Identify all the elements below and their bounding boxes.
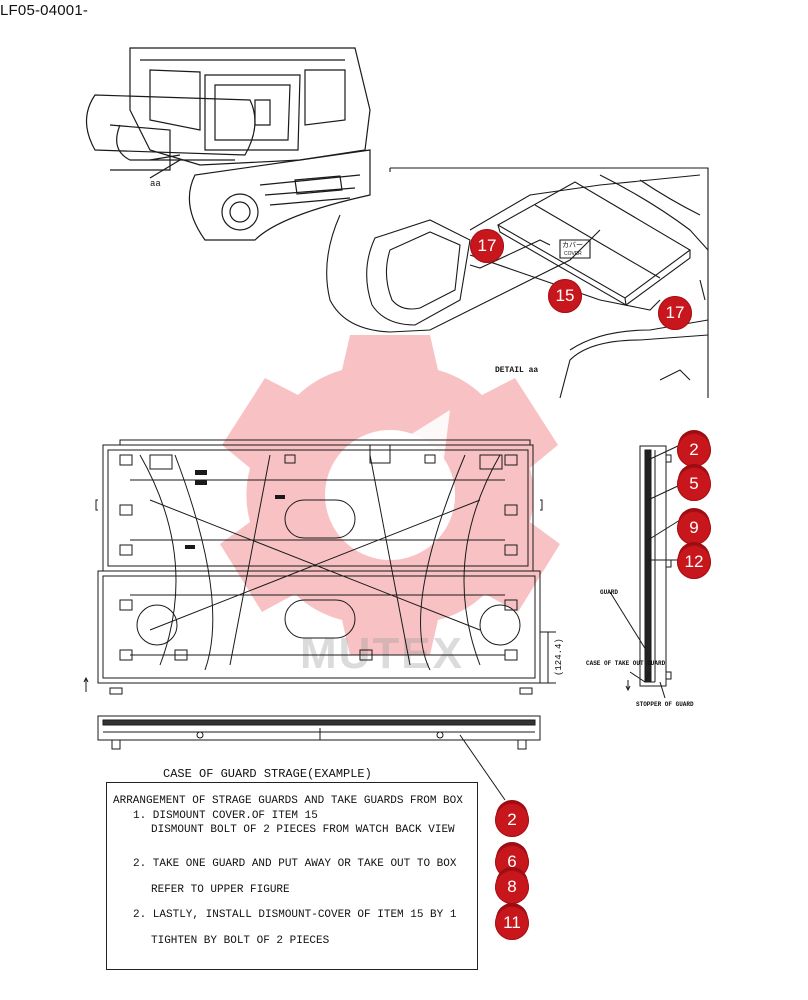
label-dimension: (124.4)	[554, 638, 564, 676]
label-case-take-out: CASE OF TAKE OUT GUARD	[586, 660, 666, 667]
callout-12[interactable]: 12	[677, 545, 711, 579]
document-code: LF05-04001-	[0, 2, 89, 19]
instructions-box: ARRANGEMENT OF STRAGE GUARDS AND TAKE GU…	[106, 782, 478, 970]
label-cover-jp: カバー	[562, 241, 583, 249]
callout-8[interactable]: 8	[495, 870, 529, 904]
instruction-line: TIGHTEN BY BOLT OF 2 PIECES	[151, 935, 330, 947]
instruction-line: 2. TAKE ONE GUARD AND PUT AWAY OR TAKE O…	[133, 858, 457, 870]
label-guard: GUARD	[600, 589, 618, 596]
instruction-line: REFER TO UPPER FIGURE	[151, 884, 290, 896]
callout-5[interactable]: 5	[677, 467, 711, 501]
instruction-line: ARRANGEMENT OF STRAGE GUARDS AND TAKE GU…	[113, 795, 463, 807]
label-stopper: STOPPER OF GUARD	[636, 701, 694, 708]
callout-15[interactable]: 15	[548, 279, 582, 313]
callout-17[interactable]: 17	[658, 296, 692, 330]
callout-11[interactable]: 11	[495, 906, 529, 940]
label-aa: aa	[150, 179, 161, 189]
label-detail-aa: DETAIL aa	[495, 366, 538, 375]
instruction-line: 2. LASTLY, INSTALL DISMOUNT-COVER OF ITE…	[133, 909, 457, 921]
callout-2[interactable]: 2	[495, 803, 529, 837]
instruction-line: DISMOUNT BOLT OF 2 PIECES FROM WATCH BAC…	[151, 824, 455, 836]
instructions-title: CASE OF GUARD STRAGE(EXAMPLE)	[163, 767, 372, 781]
watermark-text: MUTEX	[300, 629, 464, 678]
callout-17[interactable]: 17	[470, 229, 504, 263]
callout-2[interactable]: 2	[677, 433, 711, 467]
callout-9[interactable]: 9	[677, 511, 711, 545]
label-cover-en: COVER	[564, 251, 582, 257]
instruction-line: 1. DISMOUNT COVER.OF ITEM 15	[133, 810, 318, 822]
